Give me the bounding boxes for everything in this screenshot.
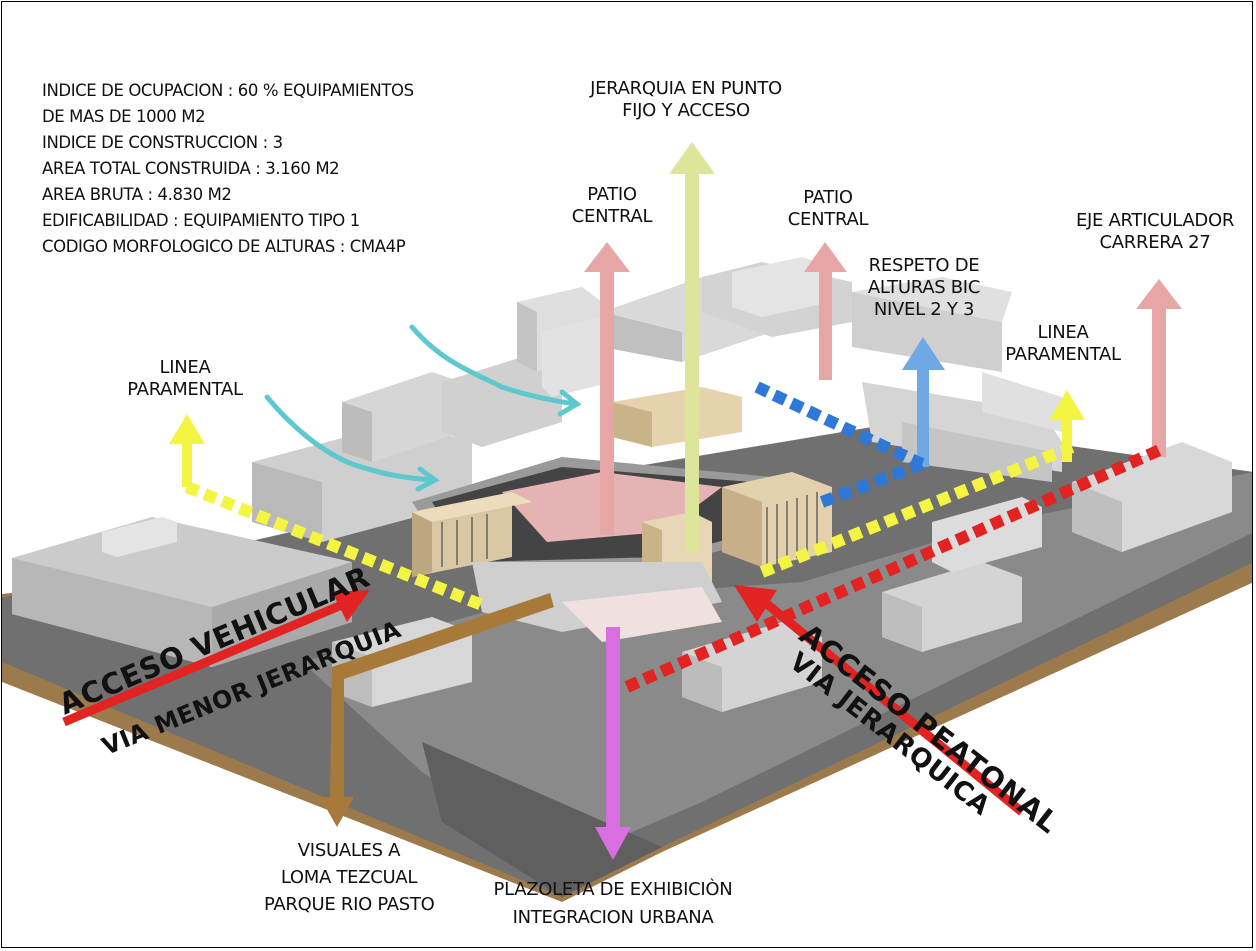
spec-line: EDIFICABILIDAD : EQUIPAMIENTO TIPO 1 bbox=[42, 211, 360, 230]
plazoleta-arrow bbox=[595, 627, 631, 860]
label-visuales: VISUALES A LOMA TEZCUAL PARQUE RIO PASTO bbox=[264, 837, 435, 918]
label-line: PARQUE RIO PASTO bbox=[264, 894, 435, 915]
label-linea-left: LINEA PARAMENTAL bbox=[110, 357, 260, 401]
label-line: CENTRAL bbox=[571, 206, 653, 227]
wind-arrows bbox=[264, 324, 582, 492]
spec-line: INDICE DE CONSTRUCCION : 3 bbox=[42, 133, 283, 152]
label-line: LINEA bbox=[1037, 322, 1089, 343]
vertical-arrows bbox=[169, 142, 1182, 552]
central-building bbox=[412, 387, 832, 642]
dashed-lines bbox=[184, 381, 1165, 693]
label-line: CENTRAL bbox=[787, 209, 869, 230]
access-arrows bbox=[62, 585, 1025, 816]
label-jerarquia: JERARQUIA EN PUNTO FIJO Y ACCESO bbox=[570, 78, 802, 122]
visuales-arrow bbox=[320, 593, 554, 827]
project-specs: INDICE DE OCUPACION : 60 % EQUIPAMIENTOS… bbox=[42, 78, 414, 260]
label-line: NIVEL 2 Y 3 bbox=[873, 299, 975, 320]
label-linea-right: LINEA PARAMENTAL bbox=[988, 322, 1138, 366]
label-line: PARAMENTAL bbox=[1005, 344, 1121, 365]
label-patio-right: PATIO CENTRAL bbox=[778, 187, 878, 231]
label-line: RESPETO DE bbox=[868, 255, 980, 276]
label-patio-left: PATIO CENTRAL bbox=[562, 184, 662, 228]
spec-line: AREA TOTAL CONSTRUIDA : 3.160 M2 bbox=[42, 159, 340, 178]
spec-line: INDICE DE OCUPACION : 60 % EQUIPAMIENTOS bbox=[42, 81, 414, 100]
spec-line: CODIGO MORFOLOGICO DE ALTURAS : CMA4P bbox=[42, 237, 406, 256]
label-line: PLAZOLETA DE EXHIBICIÒN bbox=[493, 879, 733, 900]
label-line: EJE ARTICULADOR bbox=[1075, 210, 1235, 231]
label-respeto: RESPETO DE ALTURAS BIC NIVEL 2 Y 3 bbox=[854, 255, 994, 321]
label-line: PATIO bbox=[587, 184, 637, 205]
label-plazoleta: PLAZOLETA DE EXHIBICIÒN INTEGRACION URBA… bbox=[472, 876, 754, 932]
label-line: LOMA TEZCUAL bbox=[280, 867, 418, 888]
label-line: VISUALES A bbox=[297, 840, 401, 861]
label-line: PARAMENTAL bbox=[127, 379, 243, 400]
spec-line: DE MAS DE 1000 M2 bbox=[42, 107, 206, 126]
spec-line: AREA BRUTA : 4.830 M2 bbox=[42, 185, 232, 204]
street-shoulder bbox=[422, 742, 662, 897]
label-line: PATIO bbox=[803, 187, 853, 208]
label-line: INTEGRACION URBANA bbox=[512, 907, 714, 928]
label-eje-articulador: EJE ARTICULADOR CARRERA 27 bbox=[1060, 210, 1250, 254]
label-line: CARRERA 27 bbox=[1099, 232, 1211, 253]
label-line: FIJO Y ACCESO bbox=[622, 100, 750, 121]
label-line: LINEA bbox=[159, 357, 211, 378]
label-line: JERARQUIA EN PUNTO bbox=[590, 78, 782, 99]
label-line: ALTURAS BIC bbox=[867, 277, 981, 298]
